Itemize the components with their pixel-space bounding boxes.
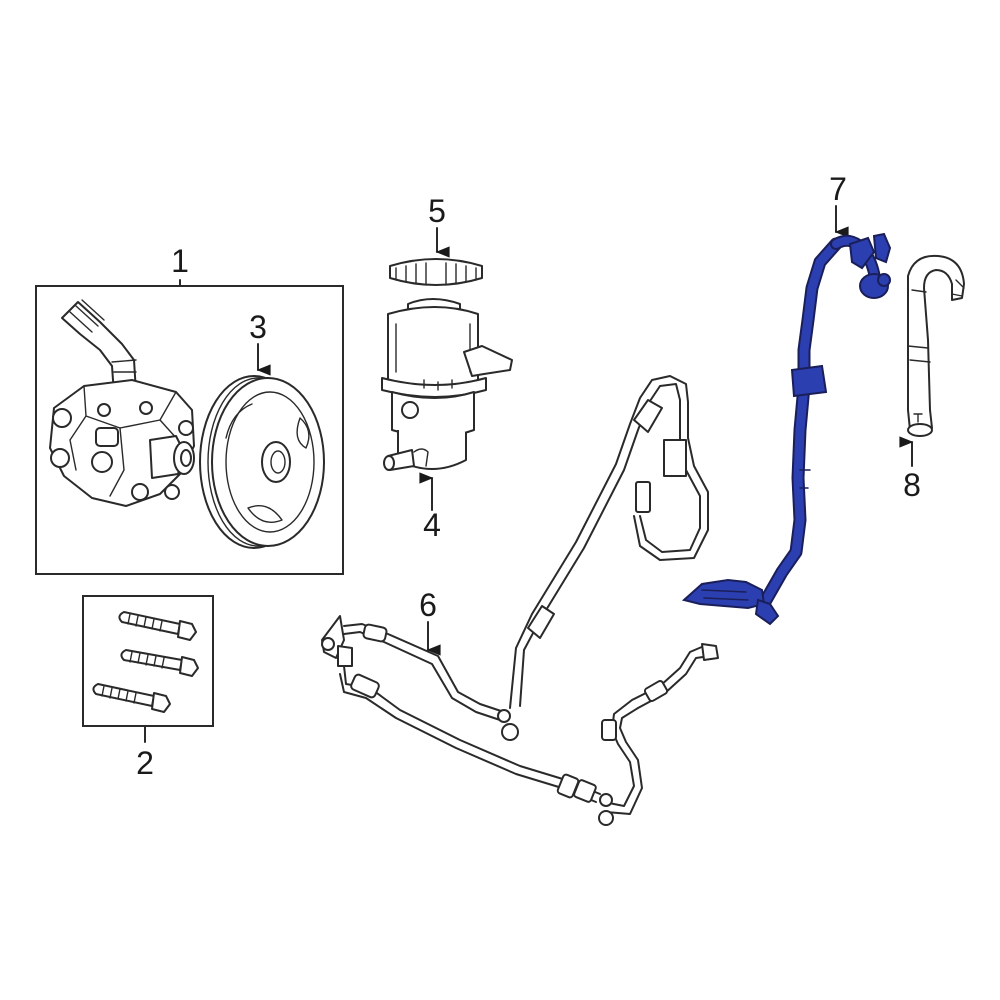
callout-8[interactable]: 8 <box>903 467 921 503</box>
callout-2[interactable]: 2 <box>136 745 154 781</box>
bolt[interactable] <box>92 683 171 713</box>
suction-hose[interactable] <box>907 254 965 437</box>
callout-5[interactable]: 5 <box>428 193 446 229</box>
part-7-group[interactable]: 7 <box>681 171 892 626</box>
callout-6[interactable]: 6 <box>419 587 437 623</box>
pulley[interactable] <box>199 375 325 549</box>
return-hose-highlighted[interactable] <box>681 232 892 626</box>
part-5-group[interactable]: 5 <box>389 193 483 286</box>
part-6-group[interactable]: 6 <box>321 375 719 826</box>
callout-1[interactable]: 1 <box>171 243 189 279</box>
bolt[interactable] <box>118 611 197 641</box>
part-2-frame <box>82 595 214 727</box>
pressure-hose-assembly[interactable] <box>321 375 719 826</box>
power-steering-pump[interactable] <box>49 299 195 507</box>
fluid-reservoir[interactable] <box>381 298 513 471</box>
part-4-group[interactable]: 4 <box>381 298 513 543</box>
part-8-group[interactable]: 8 <box>899 254 965 503</box>
part-2-group[interactable]: 2 <box>82 595 214 781</box>
callout-3[interactable]: 3 <box>249 309 267 345</box>
reservoir-cap[interactable] <box>389 258 483 286</box>
bolt[interactable] <box>120 649 199 677</box>
callout-4[interactable]: 4 <box>423 507 441 543</box>
part-1-group[interactable]: 1 <box>35 243 344 575</box>
callout-7[interactable]: 7 <box>829 171 847 207</box>
part-1-frame <box>35 285 344 575</box>
